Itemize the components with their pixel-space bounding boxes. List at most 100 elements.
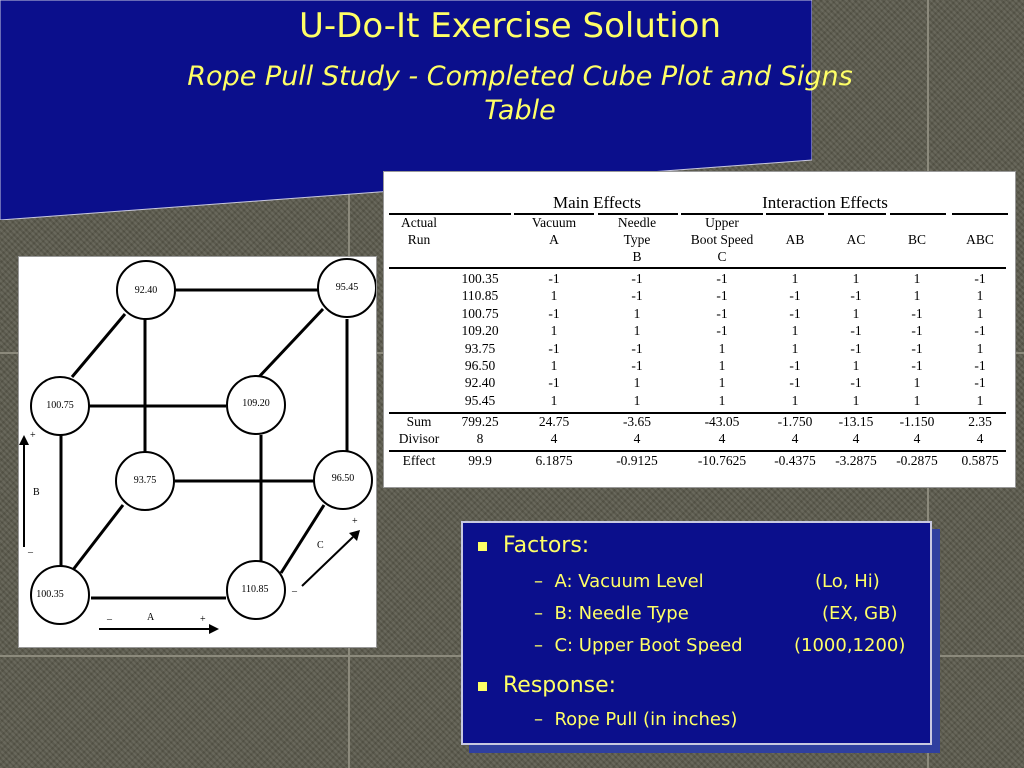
- divisor-cell: 4: [550, 431, 558, 446]
- table-cell: -1: [911, 305, 923, 321]
- node-value: 109.20: [242, 398, 270, 409]
- cube-edge: [279, 504, 326, 574]
- divisor-cell: 4: [913, 431, 921, 446]
- column-header: Vacuum: [531, 215, 577, 230]
- effect-cell: -10.7625: [697, 453, 747, 468]
- cube-edge: [67, 504, 125, 576]
- table-rule: [828, 213, 886, 215]
- divisor-cell: 8: [476, 431, 484, 446]
- column-header: A: [549, 232, 559, 247]
- table-cell: -1: [548, 305, 560, 321]
- page-subtitle: Rope Pull Study - Completed Cube Plot an…: [140, 60, 900, 128]
- cube-node: [30, 565, 90, 625]
- effect-cell: -0.2875: [896, 453, 938, 468]
- factors-bullet: Factors:: [478, 533, 589, 558]
- cube-plot-lines: [19, 258, 376, 634]
- a-plus-label: +: [200, 614, 206, 625]
- node-value: 96.50: [331, 473, 355, 484]
- column-header: Actual: [401, 215, 437, 230]
- a-axis-label: A: [147, 612, 155, 623]
- effect-label: Effect: [402, 453, 436, 468]
- table-cell: -1: [631, 358, 643, 373]
- sum-cell: -1.750: [777, 414, 813, 429]
- factor-name: B: Needle Type: [554, 603, 689, 624]
- cube-node: [317, 258, 376, 318]
- divisor-cell: 4: [852, 431, 860, 446]
- table-rule: [389, 450, 1006, 452]
- dash: –: [534, 635, 543, 656]
- bullet-square-icon: [478, 681, 487, 691]
- response-item: – Rope Pull (in inches): [534, 709, 737, 730]
- table-rule: [389, 213, 451, 215]
- table-cell: -1: [911, 358, 923, 373]
- table-cell: -1: [974, 375, 986, 391]
- column-header: Boot Speed: [690, 232, 754, 247]
- effect-cell: 6.1875: [535, 453, 573, 468]
- effect-cell: 99.9: [468, 453, 492, 468]
- table-cell: 1: [718, 392, 726, 408]
- table-cell: 1: [633, 305, 641, 321]
- b-axis-arrowhead: [19, 435, 29, 445]
- b-minus-label: –: [28, 547, 33, 558]
- column-header: BC: [907, 232, 926, 247]
- factor-levels: (EX, GB): [822, 603, 898, 624]
- table-cell: 95.45: [464, 392, 496, 408]
- c-axis-arrowhead: [349, 530, 360, 541]
- table-rule: [598, 213, 678, 215]
- cube-plot: 92.40 95.45 100.75 109.20 93.75 96.50 10…: [18, 256, 377, 648]
- title-panel: U-Do-It Exercise Solution Rope Pull Stud…: [0, 0, 853, 220]
- column-header: Needle: [617, 215, 657, 230]
- node-value: 100.75: [46, 400, 74, 411]
- table-cell: 110.85: [461, 288, 499, 304]
- table-cell: 93.75: [464, 340, 496, 356]
- table-cell: -1: [850, 323, 862, 339]
- page-title: U-Do-It Exercise Solution: [299, 6, 721, 46]
- effect-cell: 0.5875: [961, 453, 999, 468]
- table-cell: 1: [913, 375, 921, 391]
- subtitle-line: Rope Pull Study - Completed Cube Plot an…: [187, 61, 853, 92]
- sum-cell: -3.65: [622, 414, 652, 429]
- table-cell: 1: [852, 358, 860, 373]
- column-header: Run: [407, 232, 431, 247]
- column-header: C: [717, 249, 727, 264]
- table-cell: 1: [550, 358, 558, 373]
- dash: –: [534, 571, 543, 592]
- table-rule: [389, 267, 1006, 269]
- column-header: AB: [785, 232, 805, 247]
- table-rule: [389, 412, 1006, 414]
- subtitle-line: Table: [484, 95, 556, 126]
- table-cell: -1: [911, 323, 923, 339]
- table-cell: -1: [789, 288, 801, 304]
- table-cell: 1: [550, 288, 558, 304]
- divisor-cell: 4: [791, 431, 799, 446]
- table-cell: 1: [633, 375, 641, 391]
- column-header: ABC: [966, 232, 994, 247]
- table-rule: [766, 213, 824, 215]
- a-minus-label: –: [107, 614, 112, 625]
- sum-cell: 24.75: [538, 414, 570, 429]
- table-cell: -1: [716, 271, 728, 286]
- table-rule: [952, 213, 1008, 215]
- node-value: 110.85: [241, 584, 269, 595]
- interaction-effects-header: Interaction Effects: [762, 193, 888, 212]
- cube-node: [226, 375, 286, 435]
- table-cell: 100.75: [461, 305, 499, 321]
- table-cell: 1: [550, 323, 558, 339]
- factors-panel: Factors: – A: Vacuum Level (Lo, Hi) – B:…: [461, 521, 932, 745]
- table-cell: 1: [550, 392, 558, 408]
- table-cell: 1: [913, 288, 921, 304]
- table-rule: [681, 213, 763, 215]
- table-cell: -1: [548, 271, 560, 286]
- table-cell: 100.35: [461, 271, 499, 286]
- table-cell: 1: [718, 358, 726, 373]
- table-cell: -1: [850, 288, 862, 304]
- dash: –: [534, 709, 543, 730]
- table-cell: 1: [791, 271, 799, 286]
- table-cell: -1: [789, 358, 801, 373]
- bullet-square-icon: [478, 541, 487, 551]
- table-cell: 1: [852, 305, 860, 321]
- table-cell: 1: [913, 392, 921, 408]
- table-cell: -1: [716, 288, 728, 304]
- table-cell: 1: [791, 340, 799, 356]
- a-axis-arrowhead: [209, 624, 219, 634]
